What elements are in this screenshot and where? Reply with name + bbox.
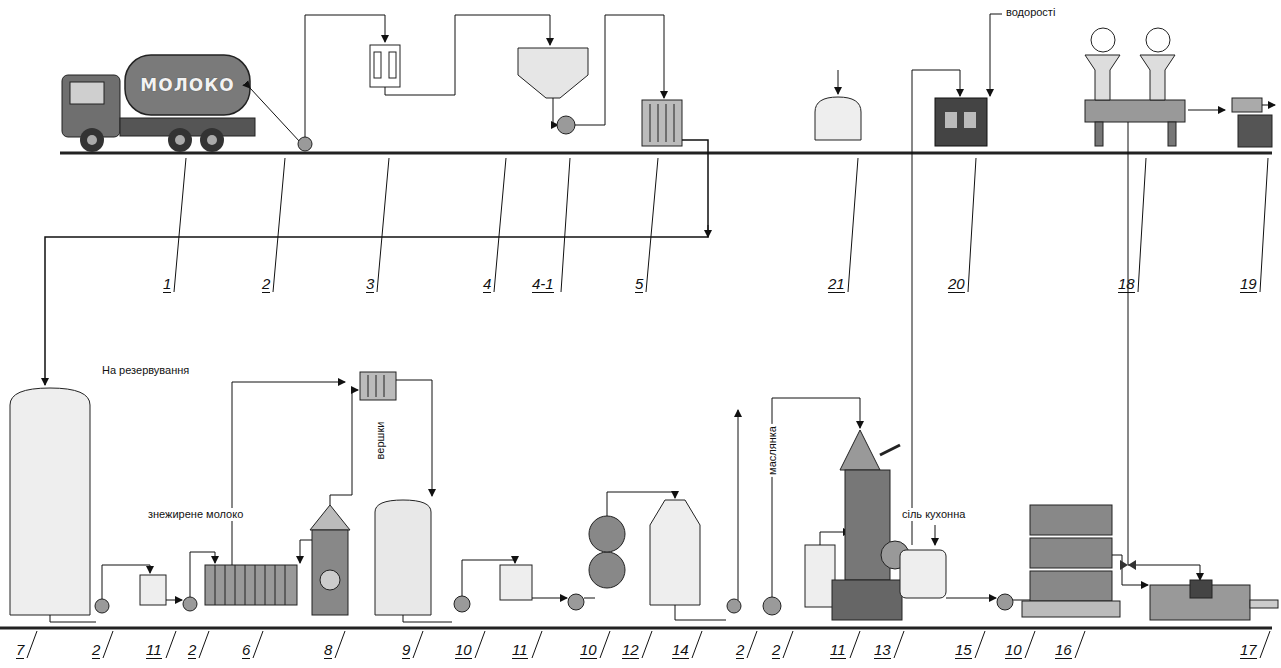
- callout-number: 7: [16, 642, 24, 659]
- callout-number: 10: [455, 642, 472, 659]
- callout-number: 5: [635, 276, 643, 293]
- callout-number: 17: [1240, 642, 1257, 659]
- callout-number: 2: [262, 276, 270, 293]
- callout-number: 14: [672, 642, 689, 659]
- note-label: водорості: [1004, 6, 1057, 19]
- callout-number: 2: [736, 642, 744, 659]
- callout-number: 11: [512, 642, 528, 659]
- node-text: МОЛОКО: [140, 75, 234, 95]
- callout-number: 6: [242, 642, 250, 659]
- callout-number: 9: [402, 642, 410, 659]
- callout-number: 19: [1240, 276, 1257, 293]
- flow-label: вершки: [374, 420, 387, 462]
- callout-number: 12: [622, 642, 639, 659]
- callout-number: 2: [772, 642, 780, 659]
- callout-number: 21: [828, 276, 845, 293]
- flow-label: На резервування: [100, 364, 191, 377]
- callout-number: 1: [163, 276, 171, 293]
- callout-number: 11: [146, 642, 162, 659]
- callout-number: 3: [366, 276, 374, 293]
- callout-number: 4-1: [532, 276, 554, 293]
- callout-number: 18: [1118, 276, 1135, 293]
- tank-lettering: МОЛОКО: [125, 55, 250, 115]
- callout-number: 13: [874, 642, 891, 659]
- callout-number: 8: [324, 642, 332, 659]
- callout-number: 4: [483, 276, 491, 293]
- callout-number: 2: [92, 642, 100, 659]
- callout-number: 11: [830, 642, 846, 659]
- flow-label: знежирене молоко: [146, 508, 245, 521]
- callout-number: 2: [188, 642, 196, 659]
- flow-label: сіль кухонна: [900, 508, 967, 521]
- callout-number: 20: [948, 276, 965, 293]
- callout-number: 16: [1055, 642, 1072, 659]
- callout-number: 15: [955, 642, 972, 659]
- flow-label: маслянка: [766, 424, 779, 477]
- callout-number: 10: [1005, 642, 1022, 659]
- callout-number: 10: [580, 642, 597, 659]
